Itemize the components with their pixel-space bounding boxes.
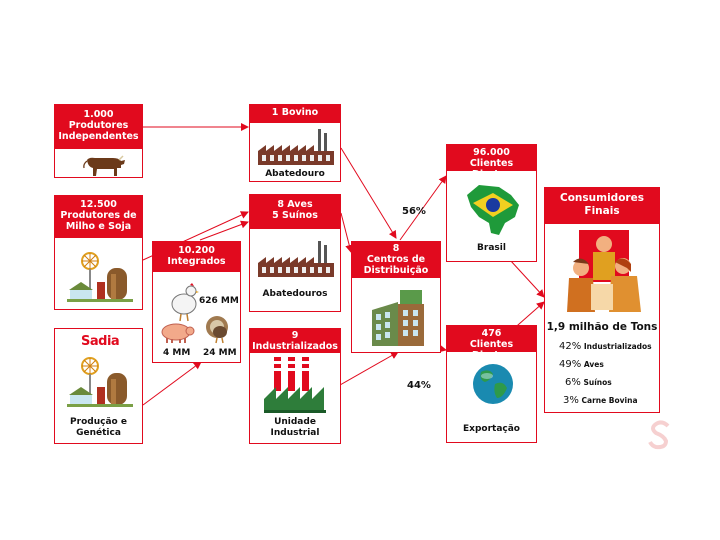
box-aves-label: Abatedouros bbox=[262, 289, 328, 299]
box-industrializados-title-2: Industrializados bbox=[252, 341, 338, 352]
box-abatedouro-bovino: 1 Bovino Abatedouro bbox=[249, 104, 341, 182]
globe-icon bbox=[473, 364, 513, 404]
flow-brasil-percentage: 56% bbox=[402, 206, 426, 217]
box-distribuicao-title-1: 8 bbox=[392, 243, 400, 254]
box-industrializados-label-1: Unidade bbox=[274, 417, 316, 427]
consumers-family-icon bbox=[567, 230, 641, 312]
arrow-aves-to-distribuicao bbox=[340, 212, 354, 253]
box-integrados-title-2: Integrados bbox=[167, 256, 226, 267]
consumidores-item-label: Suínos bbox=[583, 378, 612, 387]
consumidores-item-pct: 6% bbox=[565, 377, 581, 388]
consumidores-item-label: Aves bbox=[583, 360, 604, 369]
arrow-brasil-to-consumidores bbox=[509, 259, 545, 298]
smokestack-factory-icon bbox=[264, 357, 326, 413]
brazil-flag-icon bbox=[467, 185, 519, 235]
box-independentes-title-3: Independentes bbox=[58, 131, 139, 142]
box-centros-distribuicao: 8 Centros de Distribuição bbox=[351, 241, 441, 353]
box-integrados-title-1: 10.200 bbox=[178, 245, 215, 256]
consumidores-item-label: Carne Bovina bbox=[581, 396, 638, 405]
warehouse-building-icon bbox=[372, 290, 424, 346]
box-brasil-title-1: 96.000 bbox=[473, 147, 510, 158]
box-industrializados-label-2: Industrial bbox=[270, 428, 320, 438]
box-industrializados: 9 Industrializados Unidade Industrial bbox=[249, 328, 341, 444]
consumidores-item-label: Industrializados bbox=[583, 342, 652, 351]
consumidores-item-industrializados: 42% Industrializados bbox=[545, 341, 659, 352]
sadia-logo: Sadia bbox=[81, 334, 120, 352]
box-bovino-label: Abatedouro bbox=[265, 169, 325, 179]
consumidores-item-pct: 42% bbox=[559, 341, 582, 352]
arrow-genetica-to-integrados bbox=[142, 361, 202, 406]
box-distribuicao-title-3: Distribuição bbox=[363, 265, 429, 276]
integrados-suinos-count: 4 MM bbox=[163, 348, 191, 358]
box-distribuicao-title-2: Centros de bbox=[366, 254, 426, 265]
farm-silo-icon bbox=[67, 357, 133, 407]
consumidores-item-carne-bovina: 3% Carne Bovina bbox=[545, 395, 659, 406]
box-integrados: 10.200 Integrados 626 MM 4 MM 24 MM bbox=[152, 241, 241, 363]
box-producao-genetica: Sadia Produção e Genética bbox=[54, 328, 143, 444]
box-genetica-label-1: Produção e bbox=[70, 417, 127, 427]
box-genetica-label-2: Genética bbox=[76, 428, 121, 438]
sadia-logo-text: Sadia bbox=[81, 334, 120, 349]
box-bovino-title: 1 Bovino bbox=[271, 107, 319, 118]
box-exportacao-label: Exportação bbox=[463, 424, 520, 434]
sadia-watermark-icon bbox=[648, 420, 670, 450]
box-abatedouros-aves-suinos: 8 Aves 5 Suínos Abatedouros bbox=[249, 194, 341, 312]
factory-icon bbox=[258, 241, 334, 277]
integrados-aves-count: 626 MM bbox=[199, 296, 239, 306]
turkey-icon bbox=[206, 316, 228, 344]
box-produtores-independentes: 1.000 Produtores Independentes bbox=[54, 104, 143, 178]
arrow-bovino-to-distribuicao bbox=[340, 147, 397, 239]
consumidores-item-pct: 49% bbox=[559, 359, 582, 370]
farm-silo-icon bbox=[67, 252, 133, 302]
consumidores-item-aves: 49% Aves bbox=[545, 359, 659, 370]
box-consumidores-title-1: Consumidores bbox=[560, 192, 644, 204]
box-exportacao-title-2: Clientes Diretos bbox=[469, 339, 514, 361]
box-milho-title-3: Milho e Soja bbox=[65, 221, 132, 232]
arrow-industrializados-to-distribuicao bbox=[339, 351, 399, 386]
arrow-integrados-to-aves bbox=[199, 220, 249, 241]
box-industrializados-title-1: 9 bbox=[291, 330, 299, 341]
integrados-perus-count: 24 MM bbox=[203, 348, 237, 358]
cow-icon bbox=[83, 155, 125, 176]
box-independentes-title-1: 1.000 bbox=[83, 109, 114, 120]
arrow-distribuicao-to-brasil bbox=[399, 175, 447, 241]
box-consumidores-finais: Consumidores Finais 1,9 milhão de Tons 4… bbox=[544, 187, 660, 413]
consumidores-item-suinos: 6% Suínos bbox=[545, 377, 659, 388]
box-clientes-exportacao: 476 Clientes Diretos Exportação bbox=[446, 325, 537, 443]
box-consumidores-title-2: Finais bbox=[584, 205, 620, 217]
box-clientes-brasil: 96.000 Clientes Diretos Brasil bbox=[446, 144, 537, 262]
box-brasil-title-2: Clientes Diretos bbox=[469, 158, 514, 180]
box-aves-title-2: 5 Suínos bbox=[272, 210, 318, 221]
consumidores-total: 1,9 milhão de Tons bbox=[546, 321, 658, 333]
box-aves-title-1: 8 Aves bbox=[277, 199, 313, 210]
box-milho-title-1: 12.500 bbox=[80, 199, 117, 210]
pig-icon bbox=[161, 323, 195, 343]
chicken-icon bbox=[171, 283, 199, 322]
factory-icon bbox=[258, 129, 334, 165]
box-brasil-label: Brasil bbox=[477, 243, 506, 253]
box-produtores-milho-soja: 12.500 Produtores de Milho e Soja bbox=[54, 195, 143, 310]
consumidores-item-pct: 3% bbox=[563, 395, 579, 406]
flow-exportacao-percentage: 44% bbox=[407, 380, 431, 391]
box-independentes-title-2: Produtores bbox=[68, 120, 129, 131]
box-exportacao-title-1: 476 bbox=[481, 328, 502, 339]
box-milho-title-2: Produtores de bbox=[60, 210, 137, 221]
